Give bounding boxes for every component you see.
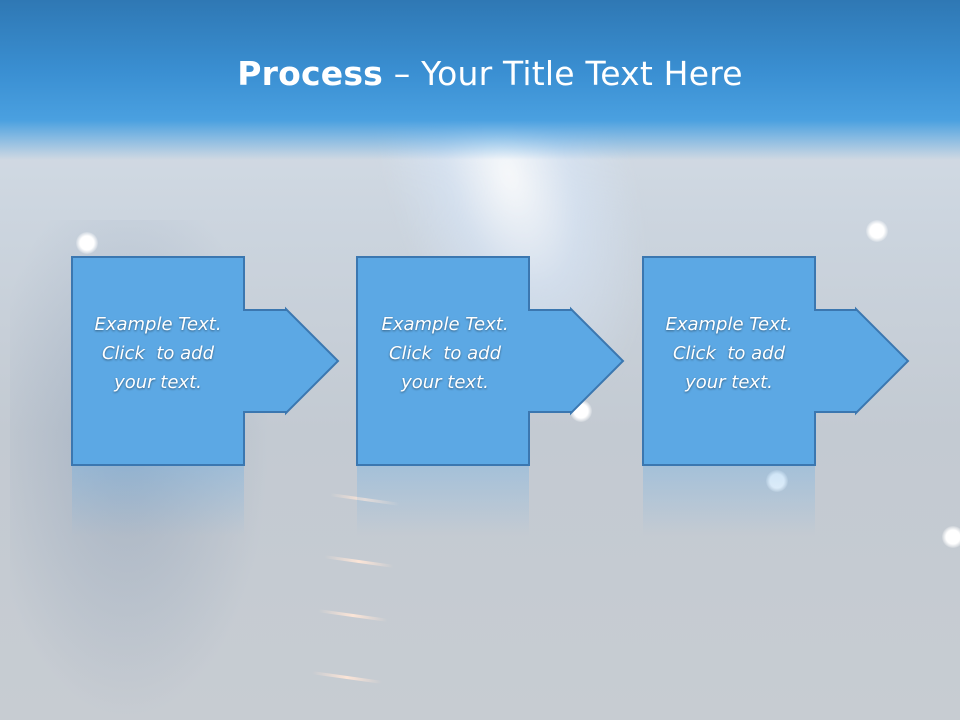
process-step-2[interactable] [356,256,625,536]
shape-reflection [72,466,244,536]
step-2-text[interactable]: Example Text. Click to add your text. [359,310,531,397]
shape-reflection [357,466,529,536]
step-text-line: Click to add [101,343,214,364]
step-text-line: your text. [114,372,202,393]
title-rest: – Your Title Text Here [383,54,743,93]
title-band [0,0,960,160]
background-light-dot [942,526,960,548]
title-bold: Process [237,54,384,93]
arrow-box-shape [356,256,625,466]
process-step-1[interactable] [71,256,340,536]
process-step-3[interactable] [642,256,910,536]
step-text-line: Example Text. [381,314,509,335]
step-text-line: your text. [401,372,489,393]
shape-reflection [643,466,815,536]
step-text-line: Click to add [388,343,501,364]
background-light-dot [866,220,888,242]
step-text-line: Click to add [672,343,785,364]
arrow-box-shape [642,256,910,466]
step-1-text[interactable]: Example Text. Click to add your text. [72,310,244,397]
arrow-box-shape [71,256,340,466]
step-3-text[interactable]: Example Text. Click to add your text. [643,310,815,397]
background-light-dot [76,232,98,254]
step-text-line: your text. [685,372,773,393]
step-text-line: Example Text. [665,314,793,335]
step-text-line: Example Text. [94,314,222,335]
slide-title[interactable]: Process – Your Title Text Here [0,54,960,93]
